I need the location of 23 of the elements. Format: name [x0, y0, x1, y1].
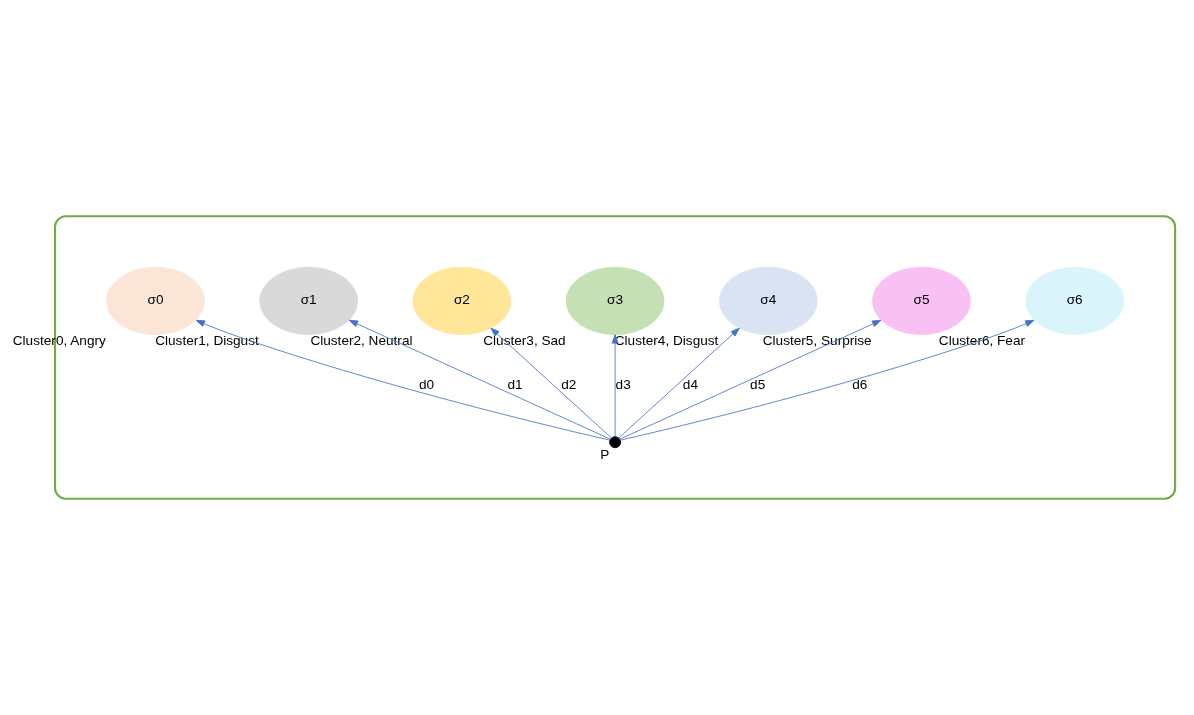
edge-label: d4 — [682, 376, 698, 392]
node-label: Cluster5, Surprise — [762, 333, 872, 349]
arrow — [490, 327, 612, 439]
arrow — [195, 319, 611, 441]
edge-label: d2 — [561, 376, 577, 392]
edge-label: d0 — [418, 376, 435, 392]
node-label: Cluster3, Sad — [483, 333, 566, 349]
arrow — [611, 334, 619, 437]
edge-label: d3 — [615, 376, 631, 392]
arrow — [348, 319, 611, 440]
edge-label: d6 — [852, 376, 868, 392]
node-label: Cluster2, Neutral — [310, 333, 413, 349]
node-ellipse: σ3 — [565, 266, 665, 335]
node-label: P — [600, 446, 610, 462]
node-label: Cluster4, Disgust — [614, 333, 719, 349]
arrow — [620, 319, 1035, 441]
edge-label: d1 — [507, 376, 523, 392]
arrow — [618, 327, 740, 439]
node-label: Cluster1, Disgust — [155, 333, 259, 349]
node-circle — [609, 436, 622, 449]
edge-label: d5 — [750, 376, 766, 392]
arrow — [619, 319, 882, 440]
node-label: Cluster6, Fear — [938, 333, 1026, 349]
